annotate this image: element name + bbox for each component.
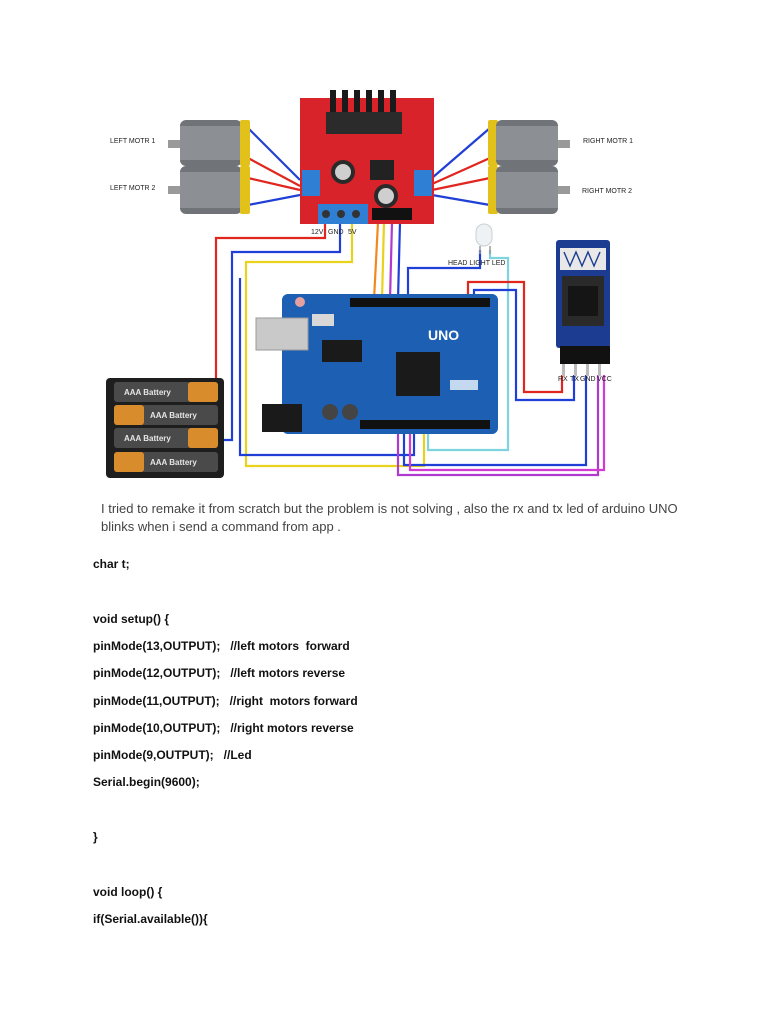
code-line: pinMode(9,OUTPUT); //Led — [93, 748, 252, 763]
head-light-led — [475, 223, 493, 254]
code-line: void loop() { — [93, 884, 163, 899]
battery-1 — [114, 382, 218, 402]
driver-pin-gnd: GND — [328, 229, 344, 236]
left-motor-1 — [168, 120, 250, 166]
bt-pin-rx: RX — [558, 376, 568, 383]
code-line: char t; — [93, 557, 130, 571]
bt-pin-tx: TX — [570, 376, 579, 383]
code-line: pinMode(10,OUTPUT); //right motors rever… — [93, 720, 354, 735]
wiring-diagram: LEFT MOTR 1 LEFT MOTR 2 RIGHT MOTR 1 RIG… — [106, 90, 633, 478]
bluetooth-module — [556, 240, 610, 376]
wire-ctrl-orange — [372, 221, 380, 301]
wire-bt-gnd-blue — [402, 375, 588, 467]
battery-label-1: AAA Battery — [124, 388, 171, 397]
wire-led-blue — [406, 250, 482, 300]
wire-left-motor1-red — [247, 157, 301, 187]
code-line: } — [93, 830, 98, 844]
wire-left-motor2-blue — [247, 193, 301, 207]
code-line: pinMode(12,OUTPUT); //left motors revers… — [93, 666, 346, 681]
driver-pin-5v: 5V — [348, 229, 357, 236]
battery-label-2: AAA Battery — [150, 411, 197, 420]
left-motor-2 — [168, 166, 250, 214]
wire-bt-tx-blue — [472, 288, 576, 402]
motor-driver-board — [300, 90, 434, 224]
code-line: void setup() { — [93, 611, 170, 626]
wire-5v-yellow — [244, 222, 426, 468]
code-line: pinMode(13,OUTPUT); //left motors forwar… — [93, 638, 350, 653]
battery-label-4: AAA Battery — [150, 458, 197, 467]
driver-pin-12v: 12V — [311, 229, 324, 236]
code-line: pinMode(11,OUTPUT); //right motors forwa… — [93, 693, 358, 708]
code-line: Serial.begin(9600); — [93, 775, 200, 790]
wire-right-motor1-blue — [431, 127, 491, 179]
right-motor-2 — [488, 166, 570, 214]
wire-bt-rx-red — [466, 280, 564, 394]
battery-label-3: AAA Battery — [124, 434, 171, 443]
left-motor-2-label: LEFT MOTR 2 — [110, 185, 155, 192]
battery-pack — [106, 378, 224, 478]
wire-left-motor1-blue — [247, 127, 301, 181]
wire-ctrl-blue — [396, 221, 402, 301]
wire-battery-12v-red — [214, 222, 327, 392]
wire-right-motor2-blue — [431, 193, 491, 207]
left-motor-1-label: LEFT MOTR 1 — [110, 138, 155, 145]
head-light-label: HEAD LIGHT LED — [448, 260, 505, 267]
battery-2 — [114, 405, 218, 425]
wires — [214, 127, 606, 477]
wire-left-motor2-red — [247, 176, 301, 192]
wire-ctrl-yellow — [380, 221, 386, 301]
wire-gnd-blue — [222, 222, 342, 442]
battery-3 — [114, 428, 218, 448]
wire-led-cyan — [426, 250, 510, 452]
wire-right-motor2-red — [431, 176, 491, 192]
arduino-board-name: UNO — [428, 327, 459, 343]
arduino-uno-board — [255, 294, 498, 434]
question-caption: I tried to remake it from scratch but th… — [101, 501, 678, 534]
code-line: if(Serial.available()){ — [93, 911, 208, 926]
right-motor-1-label: RIGHT MOTR 1 — [583, 138, 633, 145]
wire-right-motor1-red — [431, 156, 491, 186]
right-motor-1 — [488, 120, 570, 166]
wire-bt-vcc-magenta — [408, 375, 606, 472]
bt-pin-gnd: GND — [580, 376, 596, 383]
right-motor-2-label: RIGHT MOTR 2 — [582, 188, 632, 195]
battery-4 — [114, 452, 218, 472]
wire-ctrl-purple — [388, 221, 394, 301]
wire-gnd-arduino-blue — [238, 278, 416, 457]
bt-pin-vcc: VCC — [597, 376, 612, 383]
wire-bt-vcc-purple — [396, 375, 600, 477]
